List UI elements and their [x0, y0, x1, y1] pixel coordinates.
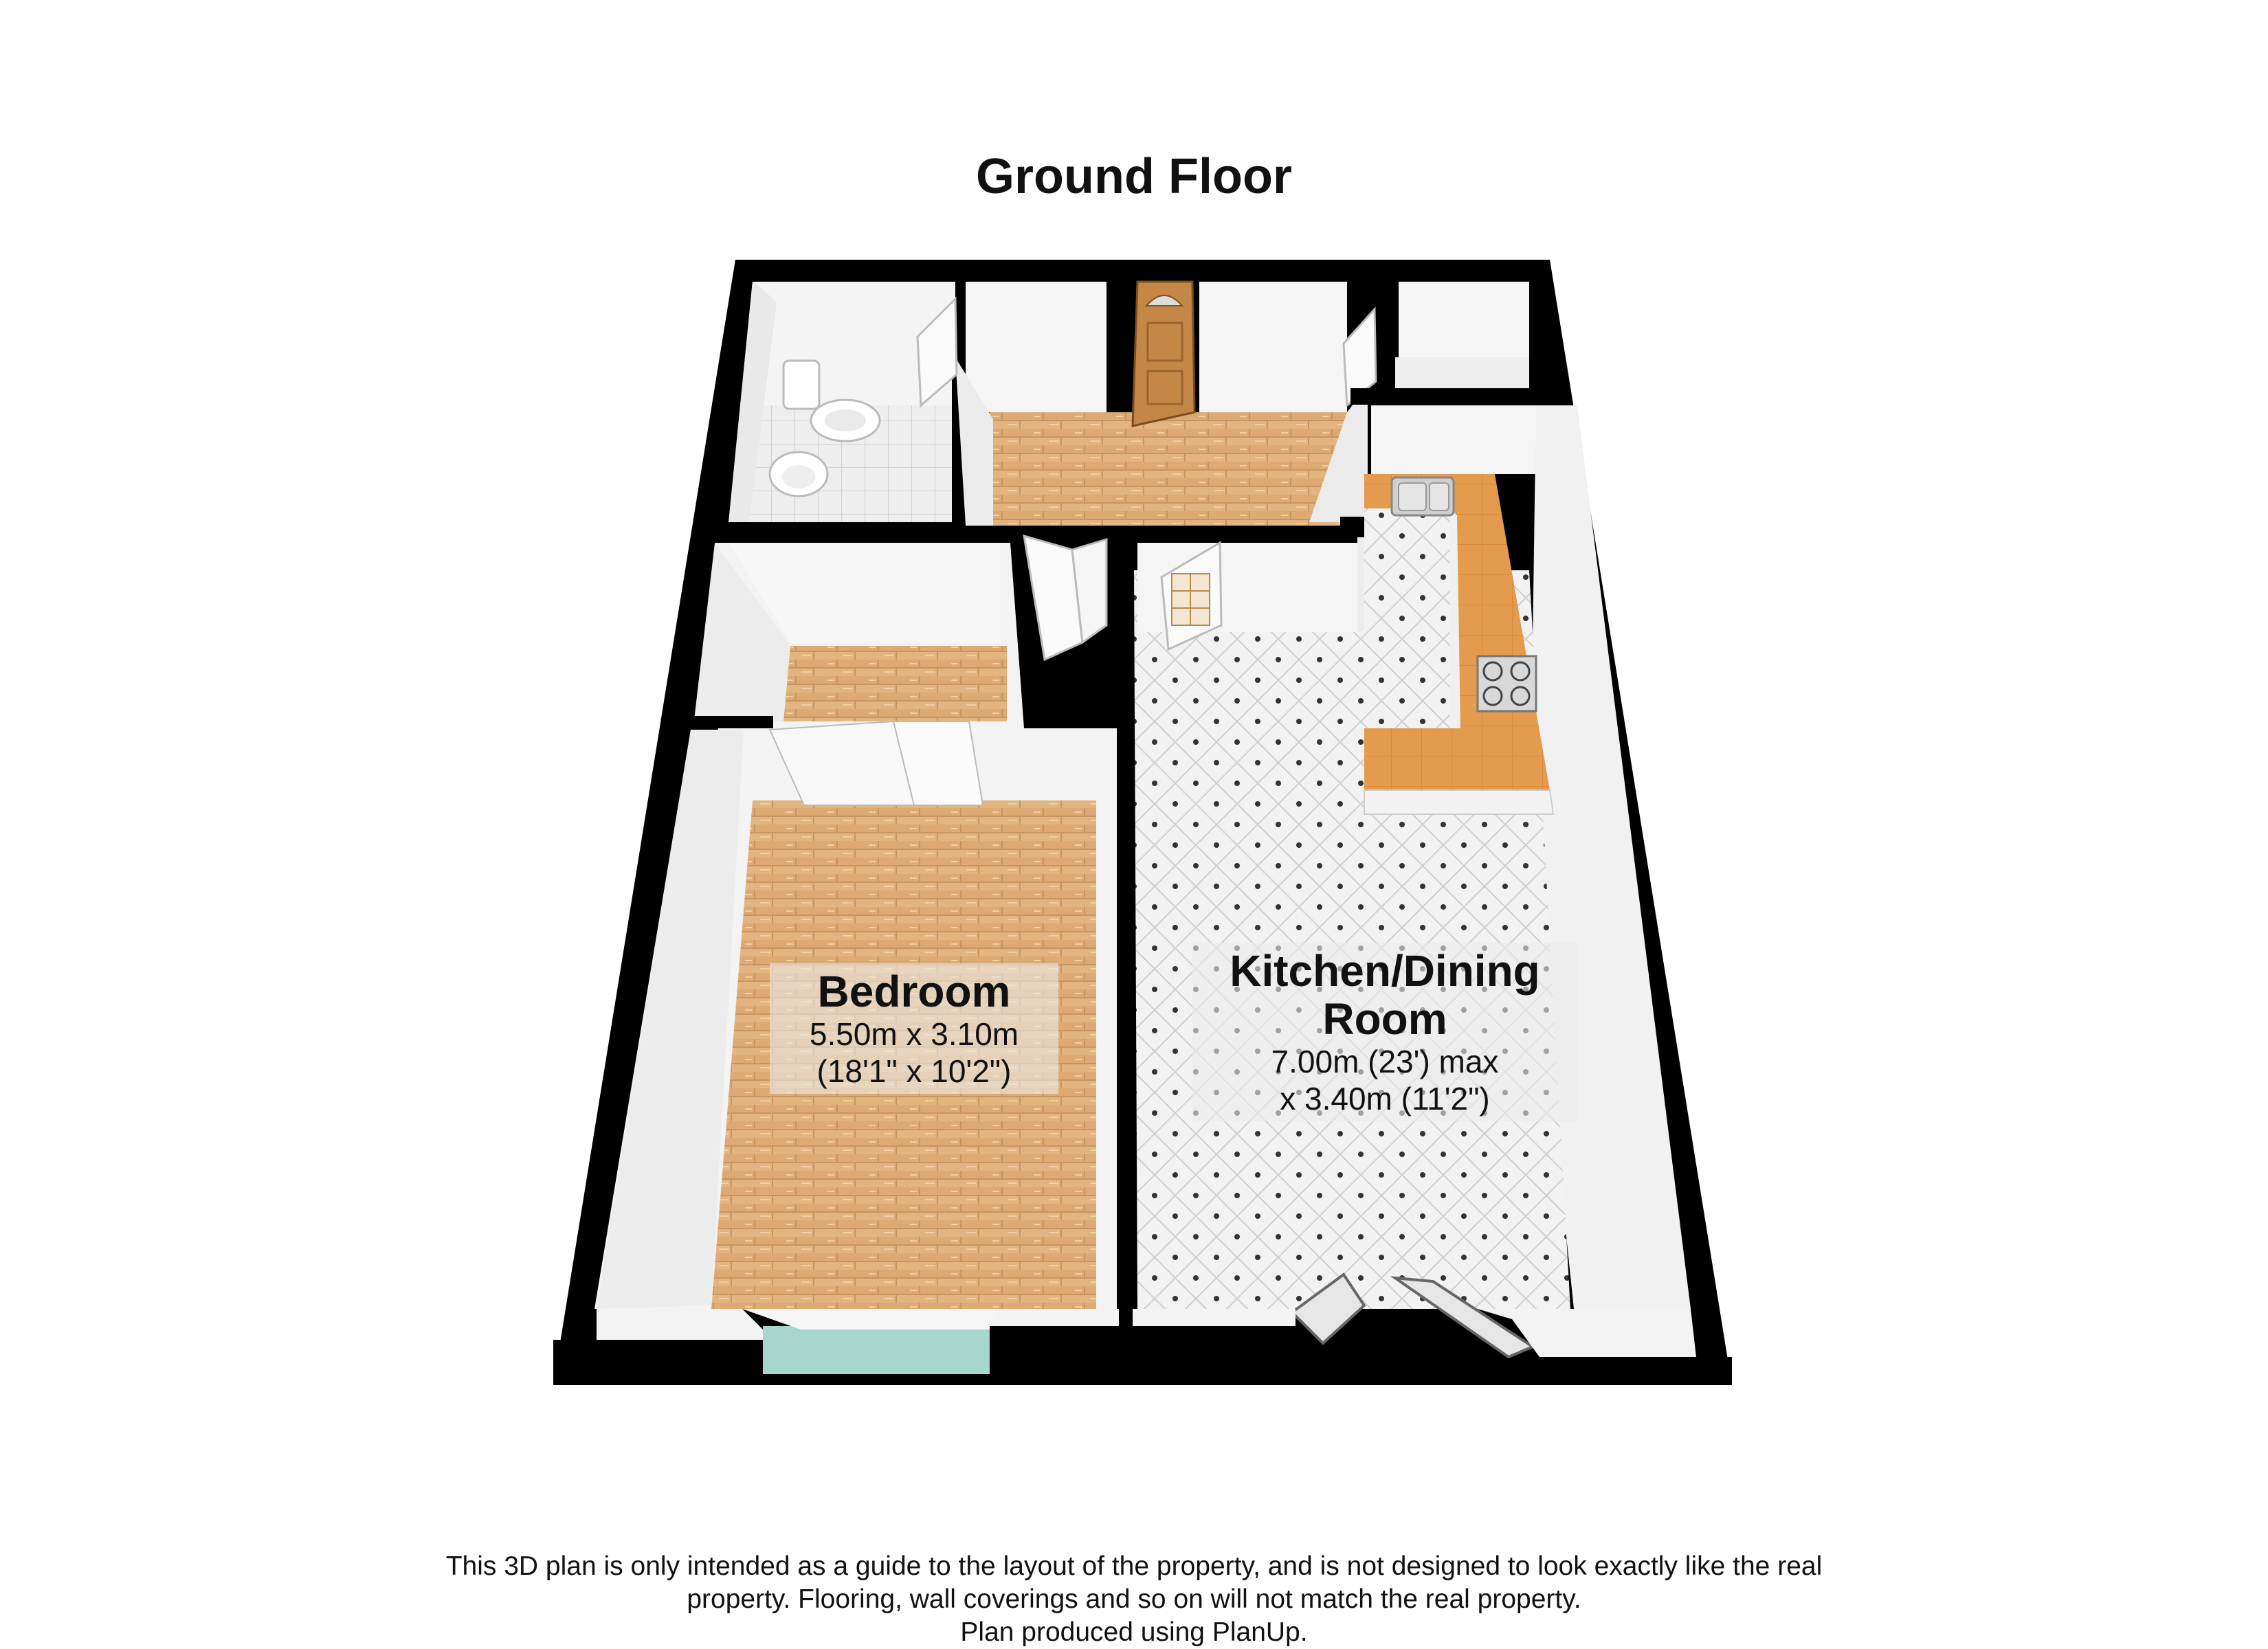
hob-icon — [1476, 655, 1537, 713]
front-door-icon — [1131, 280, 1196, 427]
kitchen-back-wall — [1371, 405, 1536, 474]
sink-icon — [1390, 476, 1455, 517]
bedroom-dim-imperial: (18'1" x 10'2") — [816, 1053, 1012, 1089]
kitchen-bottom-face — [1133, 1309, 1296, 1326]
counter-front — [1364, 789, 1555, 815]
hallway-back-wall-right — [1199, 282, 1347, 412]
kitchen-bottom-face-2 — [1478, 1309, 1696, 1357]
basin-icon — [768, 451, 829, 497]
kitchen-label: Kitchen/Dining Room 7.00m (23') max x 3.… — [1192, 943, 1577, 1121]
central-wall — [1117, 532, 1132, 1384]
disclaimer: This 3D plan is only intended as a guide… — [0, 1550, 2268, 1649]
top-wall-left — [735, 260, 1107, 282]
floor-title: Ground Floor — [976, 149, 1292, 204]
bedroom-label: Bedroom 5.50m x 3.10m (18'1" x 10'2") — [770, 963, 1058, 1094]
kitchen-name-line2: Room — [1322, 994, 1447, 1044]
bathroom-door-icon — [916, 296, 958, 408]
bedroom-left-wall-face — [597, 730, 744, 1309]
bedroom-area — [594, 543, 1127, 1374]
bedroom-window — [763, 1326, 997, 1374]
wardrobe-back-face — [729, 543, 1000, 642]
wardrobe-doors-2 — [892, 721, 984, 806]
counter-side — [1450, 508, 1460, 728]
hallway-back-wall-left — [966, 282, 1107, 412]
bathroom-left-face — [729, 280, 777, 522]
hallway-floor — [990, 412, 1347, 526]
cupboard-door-icon — [1342, 306, 1377, 408]
kitchen-door-icon — [1160, 541, 1223, 651]
bathroom-area — [729, 280, 955, 522]
bottom-wall-left — [553, 1340, 759, 1385]
bottom-wall-mid — [990, 1326, 1296, 1385]
kitchen-dim-imperial: x 3.40m (11'2") — [1280, 1081, 1490, 1117]
wardrobe-wall — [691, 716, 773, 728]
hallway-area — [916, 280, 1529, 526]
cupboard-floor — [1395, 357, 1529, 388]
bedroom-door-icon — [1023, 534, 1108, 662]
hallway-right-face — [1309, 385, 1368, 522]
bedroom-name: Bedroom — [817, 967, 1011, 1016]
kitchen-name-line1: Kitchen/Dining — [1230, 946, 1540, 996]
bathroom-bottom-wall — [701, 522, 997, 543]
kitchen-top-wall-left — [1131, 532, 1357, 541]
disclaimer-line-3: Plan produced using PlanUp. — [960, 1617, 1308, 1647]
counter-cutout — [1364, 508, 1450, 728]
toilet-icon — [782, 359, 881, 442]
hallway-left-face — [955, 357, 993, 526]
patio-door-icon — [1289, 1272, 1536, 1359]
top-wall-right — [1199, 260, 1550, 282]
kitchen-dim-metric: 7.00m (23') max — [1271, 1044, 1499, 1079]
kitchen-divider-wall — [1350, 388, 1557, 405]
bedroom-bottom-face-2 — [990, 1309, 1119, 1326]
bottom-wall-right — [1539, 1357, 1732, 1385]
disclaimer-line-2: property. Flooring, wall coverings and s… — [687, 1584, 1581, 1614]
bedroom-dim-metric: 5.50m x 3.10m — [809, 1016, 1019, 1052]
bedroom-bottom-face — [597, 1309, 763, 1340]
wardrobe-floor — [783, 646, 1007, 721]
bedroom-window-reveal — [742, 1309, 997, 1330]
disclaimer-line-1: This 3D plan is only intended as a guide… — [445, 1551, 1823, 1581]
wardrobe-left-face — [694, 543, 790, 721]
